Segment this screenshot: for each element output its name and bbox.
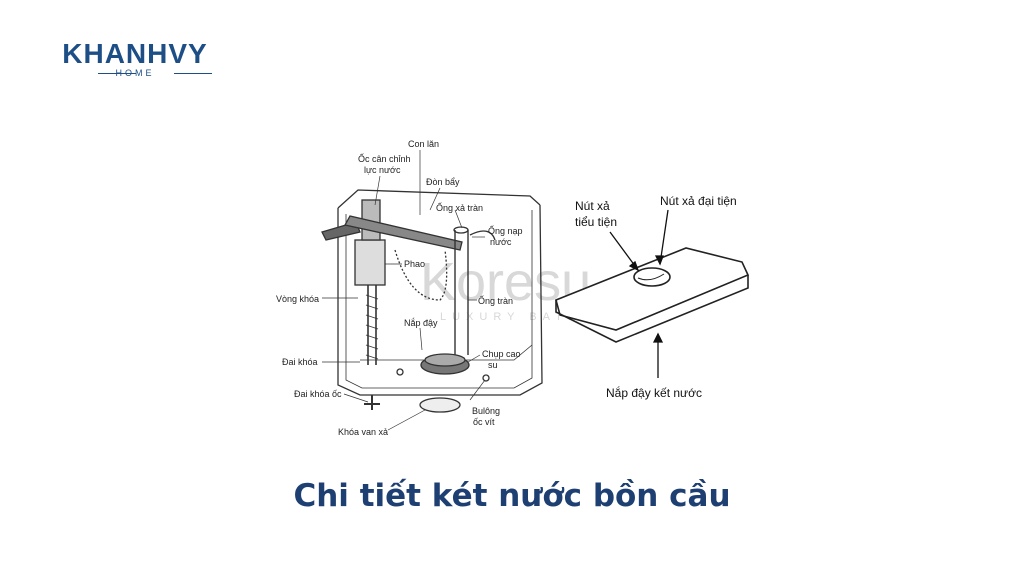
tank-floor: [360, 344, 533, 361]
lever-arm: [344, 215, 463, 251]
label-oc-can-chinh-2: lực nước: [364, 165, 401, 175]
refill-tube: [469, 230, 496, 241]
flush-button-hole: [633, 267, 671, 287]
label-ong-nap-2: nước: [490, 237, 512, 247]
label-ong-nap-1: Ống nạp: [488, 225, 523, 236]
brand-name: KHANHVY: [62, 38, 208, 69]
tank-top-rim: [337, 189, 541, 209]
label-phao: Phao: [404, 259, 425, 269]
label-chup-cao-su-2: su: [488, 360, 498, 370]
label-dai-khoa-oc: Đai khóa ốc: [294, 389, 342, 399]
flush-valve-nut: [419, 397, 461, 413]
logo-divider-right: [174, 73, 212, 74]
tank-lid: [555, 247, 750, 343]
label-dai-khoa: Đai khóa: [282, 357, 318, 367]
overflow-tube: [454, 230, 469, 355]
label-bulong-2: ốc vít: [473, 417, 495, 427]
lid-side: [555, 275, 749, 343]
tank-bolt: [364, 395, 380, 410]
bolt-hole-left: [396, 368, 404, 376]
label-nut-xa-tieu-2: tiểu tiện: [575, 215, 617, 229]
label-con-lan: Con lăn: [408, 139, 439, 149]
overflow-tube-top: [453, 226, 469, 234]
logo-divider-left: [98, 73, 136, 74]
label-oc-can-chinh-1: Ốc cân chỉnh: [358, 153, 411, 164]
left-leader-lines: [322, 150, 486, 431]
label-nap-day-ket: Nắp đậy kết nước: [606, 385, 702, 400]
label-nap-day: Nắp đậy: [404, 318, 438, 328]
flapper-chain: [394, 249, 448, 301]
tank-inner-wall: [345, 210, 533, 389]
fill-valve-thread: [365, 294, 379, 360]
label-ong-xa-tran: Ống xả tràn: [436, 202, 483, 213]
brand-logo: KHANHVY HOME: [40, 38, 230, 83]
label-nut-xa-dai: Nút xả đại tiện: [660, 194, 737, 208]
tank-cutaway: [321, 189, 543, 413]
flapper-top: [424, 353, 466, 367]
label-nut-xa-tieu-1: Nút xả: [575, 199, 610, 213]
fill-valve-float: [354, 239, 386, 286]
label-vong-khoa: Vòng khóa: [276, 294, 319, 304]
label-khoa-van-xa: Khóa van xả: [338, 427, 388, 437]
flush-button-split: [637, 273, 665, 281]
label-bulong-1: Bulông: [472, 406, 500, 416]
page-caption: Chi tiết két nước bồn cầu: [293, 478, 731, 514]
label-don-bay: Đòn bẩy: [426, 177, 460, 187]
tank-outline: [337, 204, 543, 396]
right-arrows: [609, 209, 669, 378]
brand-sub: HOME: [115, 68, 155, 78]
bolt-hole-right: [482, 374, 490, 382]
lid-edge: [559, 274, 749, 331]
label-ong-tran: Ống tràn: [478, 295, 513, 306]
label-chup-cao-su-1: Chụp cao: [482, 349, 521, 359]
